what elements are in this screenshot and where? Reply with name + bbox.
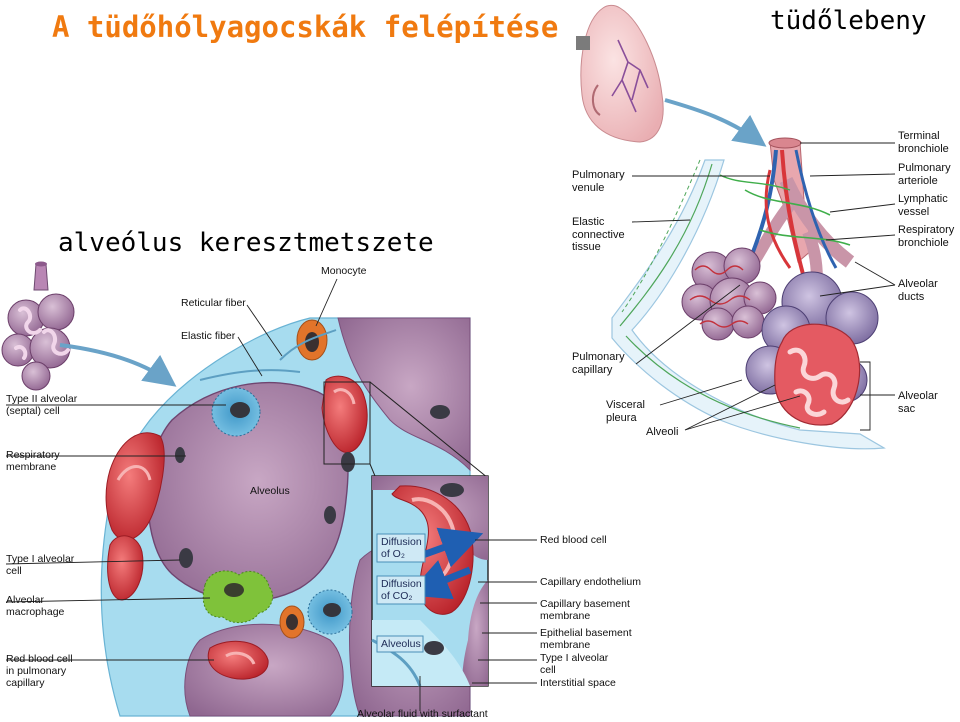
label-red-blood-cell: Red blood cell [540,534,607,546]
label-interstitial-space: Interstitial space [540,677,616,689]
label-alveolar-ducts: Alveolar ducts [898,278,938,303]
alveolus-cross-section [100,317,471,717]
page-title: A tüdőhólyagocskák felépítése [52,10,559,44]
alveolar-sac [745,271,879,426]
label-respiratory-bronchiole: Respiratory bronchiole [898,224,955,249]
label-type2-cell: Type II alveolar (septal) cell [6,393,78,417]
label-pulmonary-venule: Pulmonary venule [572,169,625,194]
label-capillary-basement-membrane: Capillary basement membrane [540,598,630,622]
label-type1-cell-inset: Type I alveolar cell [540,652,609,676]
label-pulmonary-arteriole: Pulmonary arteriole [898,162,951,187]
label-capillary-endothelium: Capillary endothelium [540,576,641,588]
lobe-to-acinus-arrow [664,98,767,147]
capillary-alveoli-cluster [681,247,777,341]
acinus-illustration [1,261,75,391]
label-respiratory-membrane: Respiratory membrane [6,449,60,473]
label-elastic-fiber: Elastic fiber [181,330,236,342]
label-elastic-connective-tissue: Elastic connective tissue [572,216,625,253]
label-rbc-pulmonary-capillary: Red blood cell in pulmonary capillary [6,653,73,689]
label-monocyte: Monocyte [321,265,367,277]
label-diffusion-co2: Diffusion of CO₂ [381,578,422,602]
label-alveolus-main: Alveolus [250,485,290,497]
section-leader-lines [5,278,338,661]
label-alveolar-sac: Alveolar sac [898,390,938,415]
zoom-box [323,381,371,465]
label-epithelial-basement-membrane: Epithelial basement membrane [540,627,632,651]
label-alveolar-macrophage: Alveolar macrophage [6,594,65,618]
label-lymphatic-vessel: Lymphatic vessel [898,193,948,218]
label-alveolus-inset: Alveolus [381,638,421,650]
respiratory-membrane-inset [371,475,489,687]
lobe-title: tüdőlebeny [770,6,927,36]
label-visceral-pleura: Visceral pleura [606,399,645,424]
label-pulmonary-capillary: Pulmonary capillary [572,351,625,376]
section-title: alveólus keresztmetszete [58,228,434,258]
label-alveolar-fluid: Alveolar fluid with surfactant [357,708,488,720]
label-terminal-bronchiole: Terminal bronchiole [898,130,949,155]
lung-lobe-illustration [576,4,664,143]
label-alveoli: Alveoli [646,426,679,438]
label-diffusion-o2: Diffusion of O₂ [381,536,422,560]
lung-leader-lines [631,142,896,431]
label-reticular-fiber: Reticular fiber [181,297,246,309]
acinus-to-section-arrow [59,343,177,387]
inset-leader-lines [419,539,537,711]
label-type1-cell: Type I alveolar cell [6,553,75,577]
